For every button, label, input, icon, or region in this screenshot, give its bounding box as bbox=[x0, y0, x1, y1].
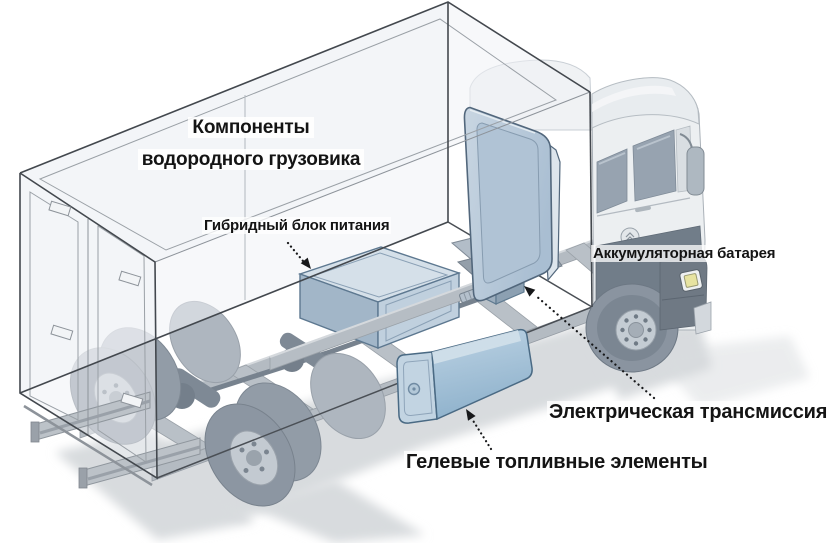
turn-indicator bbox=[679, 269, 703, 292]
arrow-fuel-cells bbox=[470, 417, 493, 451]
front-wheel bbox=[585, 283, 679, 373]
diagram-title-line2: водородного грузовика bbox=[137, 149, 365, 170]
fuel-cell-tank bbox=[396, 328, 533, 424]
cargo-box-edges bbox=[19, 1, 593, 487]
arrow-hybrid bbox=[286, 241, 305, 263]
label-gel-fuel-cells: Гелевые топливные элементы bbox=[404, 451, 710, 474]
annotation-arrows bbox=[286, 241, 656, 451]
truck-cab bbox=[585, 77, 712, 373]
rear-frame-beams bbox=[30, 391, 201, 489]
door-hinges bbox=[48, 200, 144, 409]
label-battery: Аккумуляторная батарея bbox=[591, 245, 778, 262]
cab-window-door bbox=[632, 129, 677, 202]
arrow-transmission bbox=[533, 293, 656, 400]
diagram-title: Компоненты водородного грузовика bbox=[95, 112, 407, 176]
side-mirror bbox=[686, 146, 705, 196]
label-electric-transmission: Электрическая трансмиссия bbox=[547, 401, 830, 424]
cab-window-rear bbox=[596, 148, 628, 214]
battery-panel bbox=[463, 106, 561, 302]
diagram-title-line1: Компоненты bbox=[188, 117, 314, 138]
label-hybrid-power-unit: Гибридный блок питания bbox=[202, 217, 392, 234]
door-handle bbox=[635, 205, 651, 213]
